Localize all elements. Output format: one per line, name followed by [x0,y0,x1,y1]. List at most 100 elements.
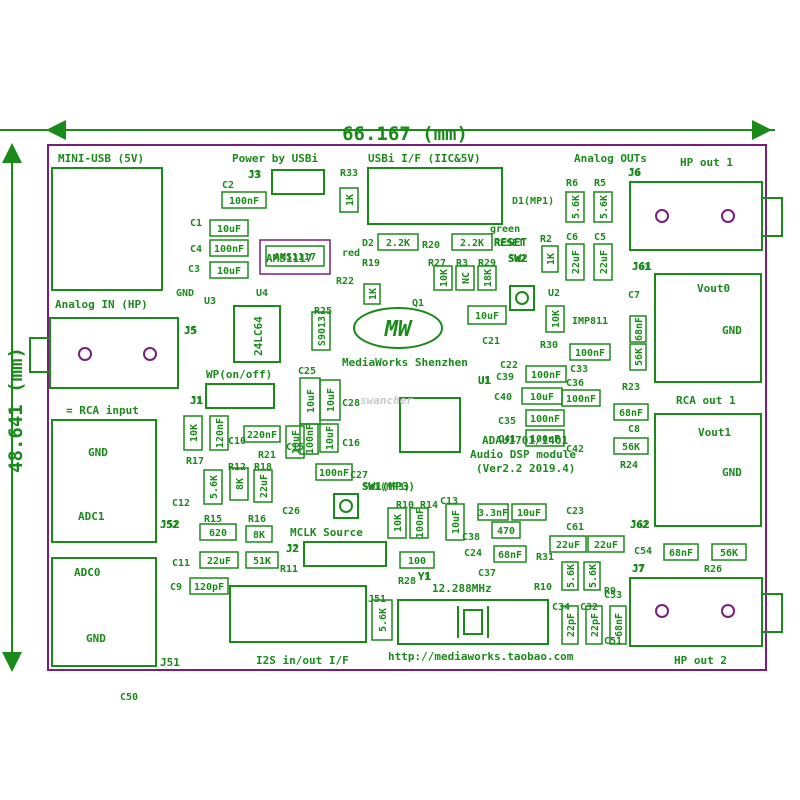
label-usbi: USBi I/F (IIC&5V) [368,152,481,165]
component-ref: J2 [286,544,298,555]
usbi-header [367,167,503,225]
component-footprint [319,423,339,453]
component-ref: C13 [440,496,458,507]
component-footprint [209,261,249,279]
component-value: 8K [235,478,246,490]
component-footprint [541,245,559,273]
component-ref: C22 [500,360,518,371]
label-mclk: MCLK Source [290,526,363,539]
component-value: 5.6K [599,195,610,219]
component-ref: C1 [190,218,202,229]
component-footprint [285,425,305,459]
eeprom-24lc64 [233,305,281,363]
label-hp-out1: HP out 1 [680,156,733,169]
component-value: 10uF [451,510,462,534]
component-value: 22uF [571,250,582,274]
component-ref: SW2 [508,254,526,265]
component-footprint [477,503,509,521]
component-ref: R20 [422,240,440,251]
component-value: 56K [720,548,738,559]
component-value: 2.2K [460,238,484,249]
component-footprint [245,525,273,543]
component-ref: J62 [630,520,648,531]
component-ref: C25 [298,366,316,377]
component-footprint [265,245,325,267]
component-value: 100nF [319,468,349,479]
component-footprint [593,243,613,281]
component-ref: Y1 [418,572,430,583]
component-ref: R26 [704,564,722,575]
component-value: 100nF [530,414,560,425]
component-footprint [521,387,563,405]
component-value: 5.6K [209,475,220,499]
component-ref: red [342,248,360,259]
component-footprint [339,187,359,213]
crystal-y1 [397,599,549,645]
component-ref: C2 [222,180,234,191]
component-value: 220nF [247,430,277,441]
component-ref: R14 [420,500,438,511]
component-value: S9013 [317,316,328,346]
i2s-header [229,585,367,643]
component-ref: R3 [456,258,468,269]
ref-j51: J51 [160,656,180,669]
component-ref: RESET [494,238,524,249]
label-gnd0: GND [86,632,106,645]
component-value: 68nF [669,548,693,559]
component-value: 22uF [259,474,270,498]
component-ref: C11 [172,558,190,569]
label-power: Power by USBi [232,152,318,165]
component-ref: C40 [494,392,512,403]
component-value: 51K [253,556,271,567]
component-ref: R21 [258,450,276,461]
component-ref: R19 [362,258,380,269]
component-footprint [299,423,319,455]
ref-sw2: SW2 [508,252,528,265]
label-analog-in: Analog IN (HP) [55,298,148,311]
mp3-switch-sw1 [333,493,359,519]
component-value: 22pF [566,613,577,637]
component-footprint [433,265,453,291]
component-footprint [549,535,587,553]
component-value: 10K [439,269,450,287]
component-ref: C61 [566,522,584,533]
component-ref: C50 [120,692,138,703]
label-mini-usb: MINI-USB (5V) [58,152,144,165]
rca-out1-j62 [654,413,762,527]
component-ref: C9 [170,582,182,593]
component-ref: IMP811 [572,316,608,327]
component-footprint [663,543,699,561]
wp-header-j1 [205,383,275,409]
component-ref: C28 [342,398,360,409]
component-ref: J52 [160,520,178,531]
component-footprint [561,605,579,645]
component-ref: R24 [620,460,638,471]
component-value: 1K [546,253,557,265]
component-ref: C8 [628,424,640,435]
component-ref: C21 [482,336,500,347]
component-footprint [377,233,419,251]
component-value: 620 [209,528,227,539]
component-ref: U3 [204,296,216,307]
component-footprint [451,233,493,251]
component-ref: U2 [548,288,560,299]
component-footprint [409,507,429,539]
component-ref: GND [176,288,194,299]
eeprom-label: 24LC64 [252,316,265,356]
jack-j6 [629,181,783,251]
label-crystal: 12.288MHz [432,582,492,595]
component-ref: C24 [464,548,482,559]
component-ref: C16 [342,438,360,449]
component-value: 10K [551,310,562,328]
component-ref: C12 [172,498,190,509]
component-footprint [525,365,567,383]
component-ref: R6 [566,178,578,189]
ref-j5: J5 [184,324,197,337]
component-ref: green [490,224,520,235]
component-footprint [243,425,281,443]
label-adc0: ADC0 [74,566,101,579]
component-value: 100nF [531,370,561,381]
component-footprint [467,305,507,325]
ref-j6: J6 [628,166,642,179]
